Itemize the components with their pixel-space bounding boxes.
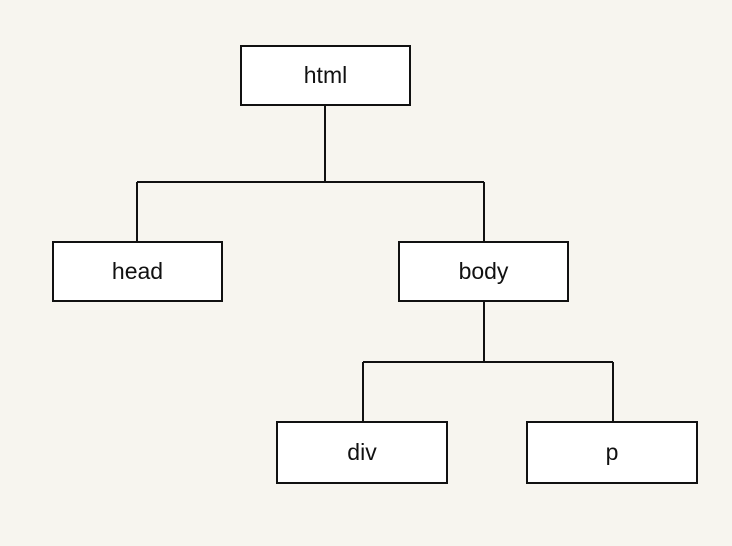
node-head: head — [52, 241, 223, 302]
node-html: html — [240, 45, 411, 106]
node-div: div — [276, 421, 448, 484]
node-body: body — [398, 241, 569, 302]
node-label-body: body — [458, 258, 509, 284]
node-label-p: p — [605, 439, 619, 465]
node-label-html: html — [303, 62, 348, 88]
node-label-div: div — [347, 439, 377, 465]
node-label-head: head — [111, 258, 164, 284]
node-p: p — [526, 421, 698, 484]
